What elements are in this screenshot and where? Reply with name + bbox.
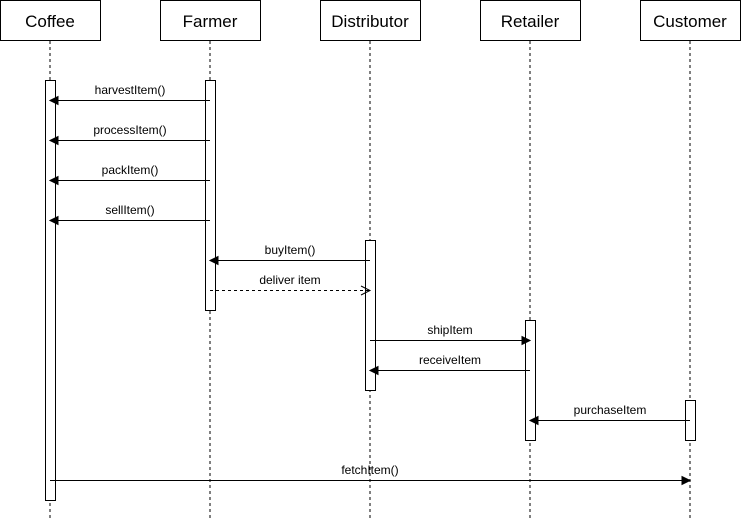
activation-coffee: [45, 80, 56, 501]
activation-distributor: [365, 240, 376, 391]
actor-retailer[interactable]: Retailer: [480, 0, 581, 41]
arrowhead-icon: [681, 475, 692, 486]
message-label: buyItem(): [265, 243, 316, 257]
message-label: receiveItem: [419, 353, 481, 367]
arrowhead-icon: [528, 415, 539, 426]
actor-distributor[interactable]: Distributor: [320, 0, 421, 41]
message-label: sellItem(): [105, 203, 154, 217]
message-receive-item: receiveItem: [368, 353, 530, 376]
message-ship-item: shipItem: [370, 323, 532, 346]
actor-coffee[interactable]: Coffee: [0, 0, 101, 41]
message-deliver-item: deliver item: [210, 273, 372, 296]
message-label: harvestItem(): [95, 83, 166, 97]
message-label: packItem(): [102, 163, 159, 177]
actor-farmer[interactable]: Farmer: [160, 0, 261, 41]
message-label: purchaseItem: [574, 403, 647, 417]
actor-label-farmer: Farmer: [183, 12, 238, 31]
message-purchase-item: purchaseItem: [528, 403, 690, 426]
message-label: shipItem: [427, 323, 472, 337]
open-arrowhead-icon: [360, 285, 372, 296]
message-fetch-item: fetchItem(): [50, 463, 692, 486]
activation-retailer: [525, 320, 536, 441]
actor-label-coffee: Coffee: [25, 12, 75, 31]
message-label: fetchItem(): [341, 463, 398, 477]
arrowhead-icon: [368, 365, 379, 376]
activation-farmer: [205, 80, 216, 311]
message-harvest-item: harvestItem(): [48, 83, 210, 106]
message-pack-item: packItem(): [48, 163, 210, 186]
arrowhead-icon: [208, 255, 219, 266]
actor-label-distributor: Distributor: [331, 12, 409, 31]
message-label: processItem(): [93, 123, 166, 137]
actor-label-retailer: Retailer: [501, 12, 560, 31]
arrowhead-icon: [48, 215, 59, 226]
message-buy-item: buyItem(): [208, 243, 370, 266]
arrowhead-icon: [48, 95, 59, 106]
arrowhead-icon: [521, 335, 532, 346]
message-process-item: processItem(): [48, 123, 210, 146]
message-sell-item: sellItem(): [48, 203, 210, 226]
actor-label-customer: Customer: [653, 12, 727, 31]
message-label: deliver item: [259, 273, 320, 287]
arrowhead-icon: [48, 175, 59, 186]
actor-customer[interactable]: Customer: [640, 0, 741, 41]
arrowhead-icon: [48, 135, 59, 146]
